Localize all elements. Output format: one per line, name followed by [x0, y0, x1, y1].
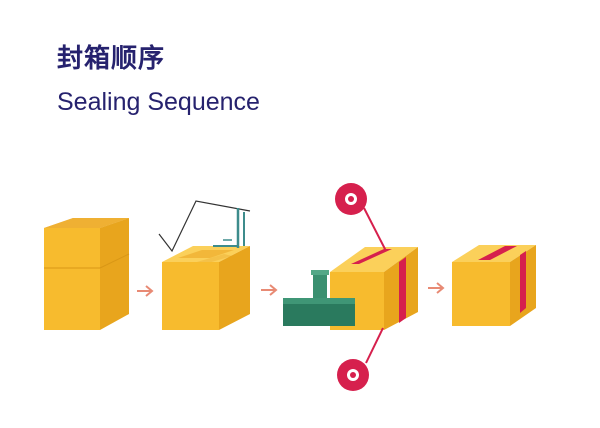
folding-arm-icon [158, 200, 251, 253]
step-1-open-box [44, 218, 130, 330]
pusher-icon [283, 270, 355, 326]
step-4-sealed-box [452, 245, 536, 326]
arrow-right-icon [428, 282, 445, 294]
arrow-right-icon [261, 284, 278, 296]
step-2-flaps-folding [158, 200, 251, 330]
title-cn: 封箱顺序 [57, 44, 166, 74]
step-3-tape-sealing [283, 183, 418, 391]
tape-roll-icon [335, 183, 387, 252]
arrow-right-icon [137, 285, 154, 297]
title-en: Sealing Sequence [57, 88, 260, 116]
tape-roll-icon [337, 327, 384, 391]
